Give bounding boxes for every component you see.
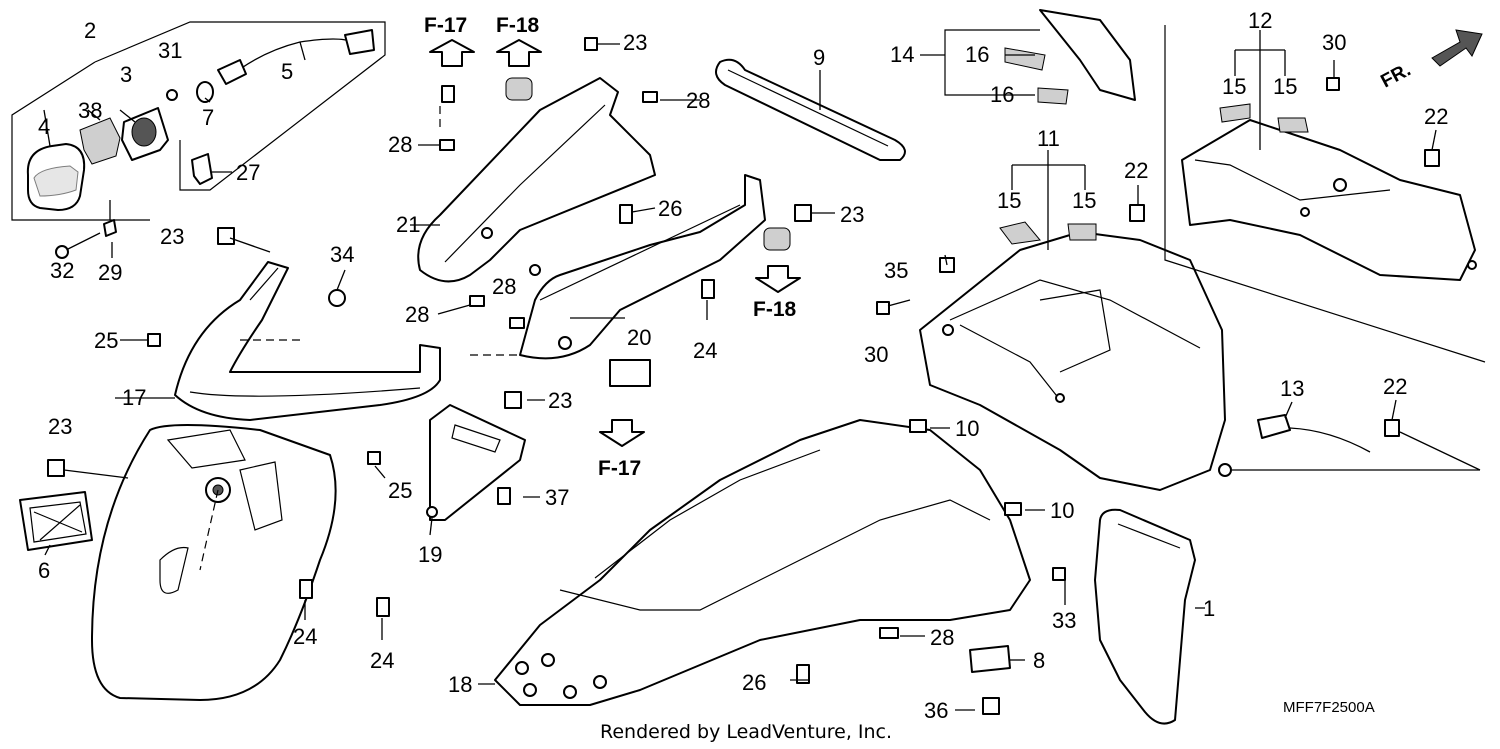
small-bulb — [196, 81, 214, 103]
arrow-down-f17 — [599, 419, 645, 447]
clip-27 — [191, 153, 213, 185]
rear-fender-lower — [91, 424, 337, 701]
callout: 28 — [388, 132, 412, 157]
callout: 15 — [1072, 188, 1096, 213]
callout: 11 — [1037, 126, 1060, 151]
callout: 38 — [78, 98, 102, 123]
callout: 23 — [48, 414, 72, 439]
callout: 15 — [997, 188, 1021, 213]
callout: 24 — [293, 624, 317, 649]
callout: 22 — [1424, 104, 1448, 129]
arrow-down-f18 — [755, 265, 801, 293]
screw-32 — [55, 200, 117, 259]
seal-strip-9 — [715, 58, 906, 161]
callout: 5 — [281, 59, 293, 84]
callout: 19 — [418, 542, 442, 567]
callout: 34 — [330, 242, 354, 267]
callout: 28 — [492, 274, 516, 299]
callout: 3 — [120, 62, 132, 87]
frame-20 — [519, 174, 766, 360]
fasteners — [47, 37, 1440, 715]
ref-f18-top: F-18 — [496, 14, 540, 37]
taillight-assembly-group — [11, 21, 386, 221]
callout: 2 — [84, 18, 96, 43]
callout: 24 — [370, 648, 394, 673]
callout: 25 — [388, 478, 412, 503]
callout: 29 — [98, 260, 122, 285]
callout: 21 — [396, 212, 420, 237]
diagram-code: MFF7F2500A — [1283, 699, 1375, 716]
callout: 30 — [1322, 30, 1346, 55]
inset-box-12 — [1164, 25, 1486, 363]
callout: 4 — [38, 114, 50, 139]
callout: 32 — [50, 258, 74, 283]
front-arrow-icon — [1431, 29, 1483, 67]
callout: 30 — [864, 342, 888, 367]
callout: 23 — [840, 202, 864, 227]
wire-bulb-holder — [217, 59, 247, 85]
callout: 6 — [38, 558, 50, 583]
ref-f17-bottom: F-17 — [598, 457, 641, 480]
callout: 14 — [890, 42, 914, 67]
callout: 23 — [160, 224, 184, 249]
leader-lines — [43, 29, 1481, 711]
callout: 33 — [1052, 608, 1076, 633]
callout: 23 — [623, 30, 647, 55]
callout: 7 — [202, 105, 214, 130]
arrow-up-f18 — [496, 39, 542, 67]
callout: 28 — [405, 302, 429, 327]
callout: 24 — [693, 338, 717, 363]
callout: 27 — [236, 160, 260, 185]
callout: 10 — [1050, 498, 1074, 523]
wire-connector — [344, 29, 375, 55]
callout: 20 — [627, 325, 651, 350]
license-light — [19, 491, 93, 551]
callout: 28 — [686, 88, 710, 113]
front-indicator: FR. — [1377, 60, 1414, 93]
callout: 15 — [1273, 74, 1297, 99]
callout: 35 — [884, 258, 908, 283]
ref-f18-mid: F-18 — [753, 298, 797, 321]
callout: 12 — [1248, 8, 1272, 33]
part-callouts: 1 2 3 4 5 6 7 8 9 10 10 11 12 13 14 15 1… — [38, 8, 1448, 723]
pads-14 — [1004, 9, 1136, 105]
frame-21 — [417, 77, 656, 283]
callout: 25 — [94, 328, 118, 353]
callout: 16 — [965, 42, 989, 67]
rear-fender-18 — [494, 419, 1031, 706]
undertray-11 — [919, 231, 1232, 491]
callout: 22 — [1383, 374, 1407, 399]
callout: 22 — [1124, 158, 1148, 183]
callout: 26 — [658, 196, 682, 221]
callout: 26 — [742, 670, 766, 695]
rear-cowl-17 — [174, 261, 441, 421]
credit-line: Rendered by LeadVenture, Inc. — [600, 721, 892, 743]
callout: 23 — [548, 388, 572, 413]
section-arrows — [429, 29, 1483, 447]
ref-f17-top: F-17 — [424, 14, 467, 37]
taillight-bulb — [79, 117, 121, 165]
callout: 16 — [990, 82, 1014, 107]
side-cover-1 — [1094, 508, 1196, 725]
callout: 37 — [545, 485, 569, 510]
callout: 28 — [930, 625, 954, 650]
callout: 15 — [1222, 74, 1246, 99]
callout: 18 — [448, 672, 472, 697]
callout: 17 — [122, 385, 146, 410]
callout: 9 — [813, 45, 825, 70]
callout: 31 — [158, 38, 182, 63]
arrow-up-f17 — [429, 39, 475, 67]
callout: 13 — [1280, 376, 1304, 401]
callout: 1 — [1203, 596, 1215, 621]
callout: 10 — [955, 416, 979, 441]
callout: 36 — [924, 698, 948, 723]
bracket-19 — [426, 404, 526, 521]
callout: 8 — [1033, 648, 1045, 673]
